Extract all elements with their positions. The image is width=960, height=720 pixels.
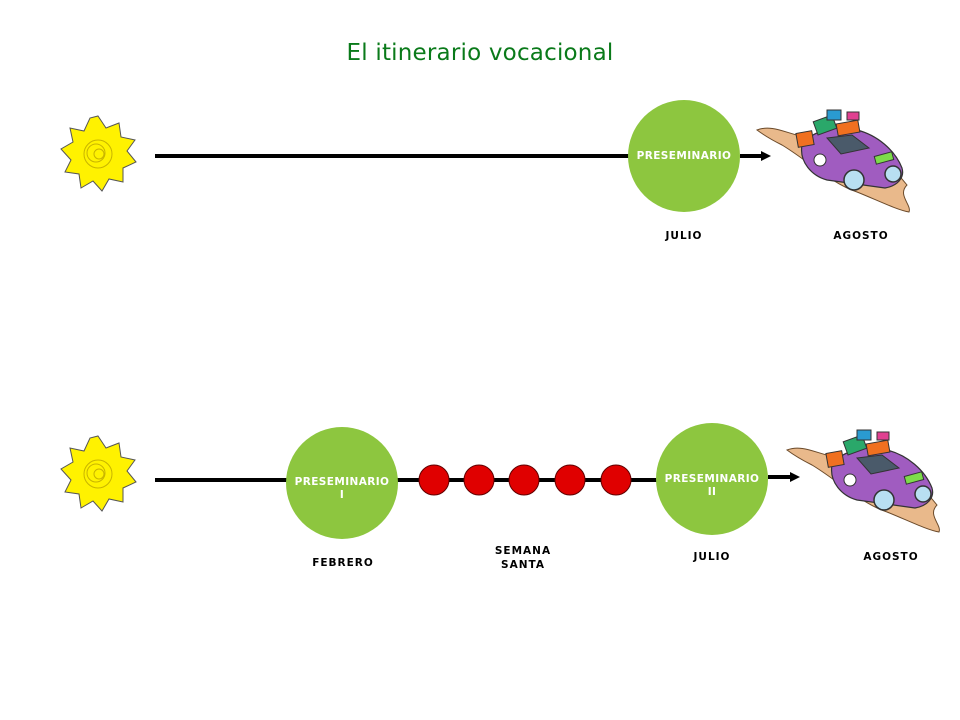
top-month-julio: JULIO xyxy=(665,230,703,242)
bottom-car-icon xyxy=(785,429,940,533)
top-month-agosto: AGOSTO xyxy=(833,230,889,242)
bottom-circle-1-label-line1: PRESEMINARIO xyxy=(294,476,390,488)
red-dot xyxy=(463,464,495,496)
bottom-preseminario-2-circle xyxy=(656,423,768,535)
bottom-circle-1-label-line2: I xyxy=(339,489,345,501)
red-dot xyxy=(554,464,586,496)
bottom-circle-2-label-line1: PRESEMINARIO xyxy=(664,473,760,485)
semana-line1: SEMANA xyxy=(494,545,552,557)
bottom-circle-1-label: PRESEMINARIO I xyxy=(286,476,398,502)
bottom-circle-2-label-line2: II xyxy=(707,486,717,498)
bottom-semana-santa: SEMANA SANTA xyxy=(478,544,568,572)
red-dot xyxy=(600,464,632,496)
bottom-month-febrero: FEBRERO xyxy=(312,557,374,569)
semana-line2: SANTA xyxy=(501,559,545,571)
bottom-month-julio: JULIO xyxy=(693,551,731,563)
bottom-sun-icon xyxy=(60,435,137,512)
top-sun-icon xyxy=(60,115,137,192)
red-dot xyxy=(418,464,450,496)
bottom-month-agosto: AGOSTO xyxy=(863,551,919,563)
bottom-preseminario-1-circle xyxy=(286,427,398,539)
top-car-icon xyxy=(755,109,910,213)
page-title: El itinerario vocacional xyxy=(346,40,614,66)
top-preseminario-circle xyxy=(628,100,740,212)
bottom-circle-2-label: PRESEMINARIO II xyxy=(656,473,768,499)
top-circle-label: PRESEMINARIO xyxy=(636,150,732,162)
red-dot xyxy=(508,464,540,496)
